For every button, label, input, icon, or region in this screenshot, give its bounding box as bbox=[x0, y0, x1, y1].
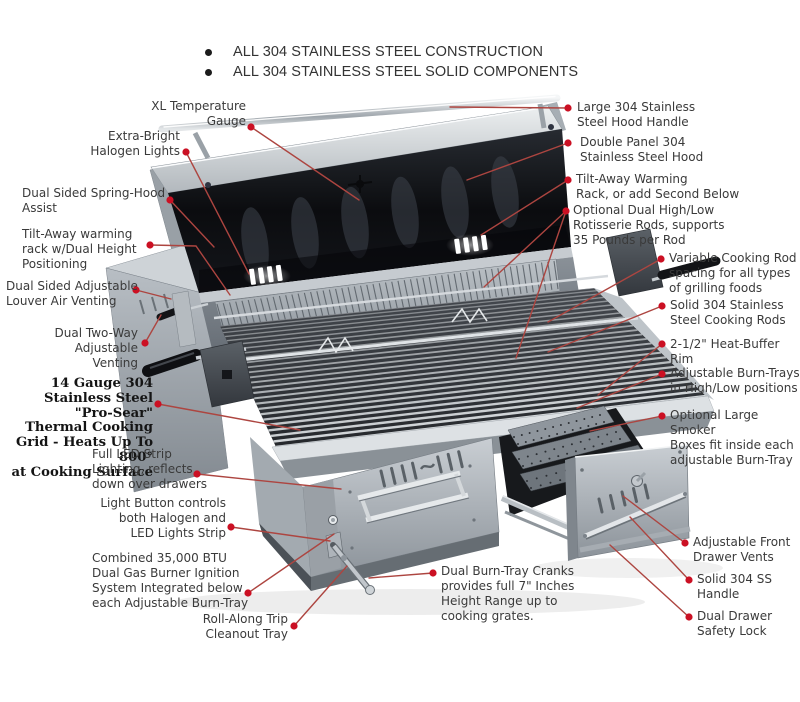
callout-tilt-away-warming-rack-positioning: Tilt-Away warming rack w/Dual Height Pos… bbox=[22, 227, 137, 271]
callout-solid-ss-handle: Solid 304 SS Handle bbox=[697, 572, 773, 601]
callout-variable-rod-spacing: Variable Cooking Rod spacing for all typ… bbox=[669, 251, 797, 295]
callout-double-panel-hood: Double Panel 304 Stainless Steel Hood bbox=[580, 135, 704, 164]
callout-louver-air-venting: Dual Sided Adjustable Louver Air Venting bbox=[6, 279, 138, 308]
callout-full-led-strip: Full LED Strip Lighting, reflects down o… bbox=[92, 447, 208, 491]
rotisserie-motor-right bbox=[605, 228, 664, 297]
rotisserie-handle-right bbox=[657, 256, 721, 280]
callout-dual-sided-spring-hood-assist: Dual Sided Spring-Hood Assist bbox=[22, 186, 166, 215]
callout-adjustable-burn-trays: Adjustable Burn-Trays in High/Low positi… bbox=[670, 366, 800, 395]
drawer-handle bbox=[584, 491, 686, 539]
bullet-icon bbox=[205, 48, 212, 56]
ground-shadow bbox=[175, 558, 723, 615]
callout-xl-temperature-gauge: XL Temperature Gauge bbox=[151, 99, 246, 128]
callout-roll-along-cleanout-tray: Roll-Along Trip Cleanout Tray bbox=[202, 612, 288, 641]
callout-optional-rotisserie-rods: Optional Dual High/Low Rotisserie Rods, … bbox=[573, 203, 725, 247]
rotisserie-handle-left bbox=[142, 349, 202, 377]
rotisserie-assembly bbox=[142, 228, 721, 408]
header-bullet-text: ALL 304 STAINLESS STEEL SOLID COMPONENTS bbox=[233, 64, 579, 80]
leader-lines bbox=[135, 106, 690, 627]
bullet-icon bbox=[205, 68, 212, 76]
burn-tray-crank bbox=[330, 542, 375, 595]
header-bullet-text: ALL 304 STAINLESS STEEL CONSTRUCTION bbox=[233, 44, 544, 60]
callout-large-hood-handle: Large 304 Stainless Steel Hood Handle bbox=[577, 100, 696, 129]
cart-front-panel bbox=[250, 437, 500, 591]
callout-dual-two-way-venting: Dual Two-Way Adjustable Venting bbox=[54, 326, 138, 370]
led-light-strips bbox=[243, 234, 494, 287]
callout-tilt-away-warming-rack-second: Tilt-Away Warming Rack, or add Second Be… bbox=[576, 172, 740, 201]
callout-solid-cooking-rods: Solid 304 Stainless Steel Cooking Rods bbox=[670, 298, 786, 327]
header-bullet-row: ALL 304 STAINLESS STEEL SOLID COMPONENTS bbox=[205, 62, 578, 82]
header-bullets: ALL 304 STAINLESS STEEL CONSTRUCTION ALL… bbox=[205, 42, 578, 82]
header-bullet-row: ALL 304 STAINLESS STEEL CONSTRUCTION bbox=[205, 42, 578, 62]
callout-heat-buffer-rim: 2-1/2" Heat-Buffer Rim bbox=[670, 337, 780, 366]
callout-dual-drawer-safety-lock: Dual Drawer Safety Lock bbox=[697, 609, 773, 638]
callout-optional-smoker-boxes: Optional Large Smoker Boxes fit inside e… bbox=[670, 408, 794, 467]
callout-dual-burn-tray-cranks: Dual Burn-Tray Cranks provides full 7" I… bbox=[441, 564, 575, 623]
callout-front-drawer-vents: Adjustable Front Drawer Vents bbox=[693, 535, 791, 564]
callout-pro-sear-grid: 14 Gauge 304 Stainless Steel "Pro-Sear" … bbox=[11, 376, 153, 480]
callout-light-button: Light Button controls both Halogen and L… bbox=[100, 496, 226, 540]
callout-extra-bright-halogen-lights: Extra-Bright Halogen Lights bbox=[90, 129, 180, 158]
callout-combined-btu-ignition: Combined 35,000 BTU Dual Gas Burner Igni… bbox=[92, 551, 249, 610]
front-drawer bbox=[565, 444, 691, 561]
callout-dots bbox=[132, 104, 693, 630]
